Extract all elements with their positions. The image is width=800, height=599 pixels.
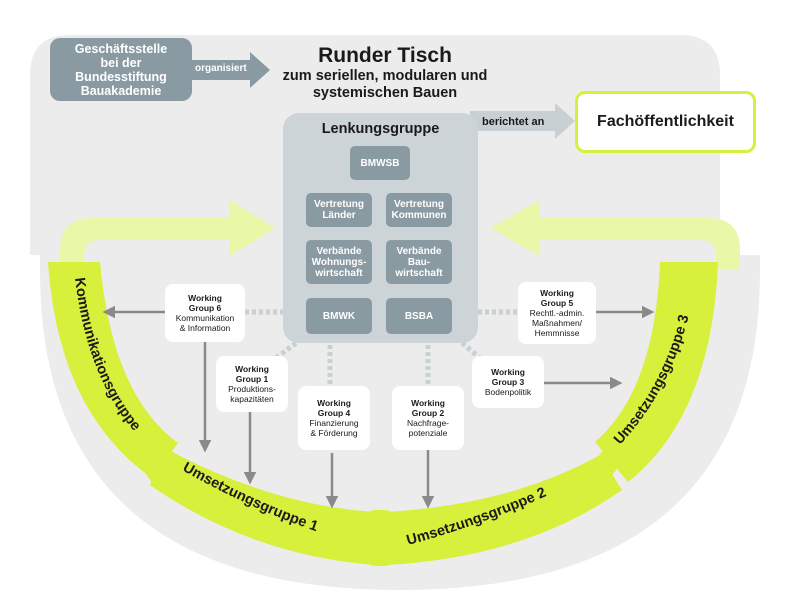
connector-wg3 <box>460 341 482 360</box>
wg5-title-1: Working <box>540 288 574 298</box>
ring-umsetzungsgruppe-1 <box>150 448 375 565</box>
ring-umsetzungsgruppe-3 <box>595 262 718 482</box>
box-vertretung-kommunen: Vertretung Kommunen <box>386 193 452 227</box>
ring-joint-3 <box>587 444 625 486</box>
feedback-arrow-left <box>60 200 275 270</box>
gs-line-3: Bundesstiftung <box>75 69 167 84</box>
wg4-desc-1: Finanzierung <box>309 418 359 428</box>
wg2-title-1: Working <box>411 398 445 408</box>
wg1-title-1: Working <box>235 364 269 374</box>
organisiert-label: organisiert <box>195 63 247 74</box>
ring-umsetzungsgruppe-2 <box>385 455 622 565</box>
subtitle-line-2: systemischen Bauen <box>312 85 458 101</box>
wg5-desc-2: Maßnahmen/ <box>531 318 583 328</box>
wg6-title-2: Group 6 <box>188 303 222 313</box>
fachoeffentlichkeit-box: Fachöffentlichkeit <box>575 91 756 153</box>
box-verbaende-bauwirtschaft: Verbände Bau- wirtschaft <box>386 240 452 284</box>
berichtet-an-arrow <box>470 103 575 139</box>
wg5-desc-3: Hemmnisse <box>534 328 580 338</box>
box-vertretung-laender: Vertretung Länder <box>306 193 372 227</box>
wg6-title-1: Working <box>188 293 222 303</box>
working-group-5: Working Group 5 Rechtl.-admin. Maßnahmen… <box>518 282 596 344</box>
box-bsba: BSBA <box>386 298 452 334</box>
ring-kommunikationsgruppe <box>48 262 178 478</box>
wg3-desc-1: Bodenpolitik <box>484 387 532 397</box>
wg1-desc-1: Produktions- <box>228 384 276 394</box>
wg4-desc-2: & Förderung <box>310 428 358 438</box>
title-main: Runder Tisch <box>318 44 452 67</box>
organisiert-arrow <box>192 52 270 88</box>
wg2-desc-2: potenziale <box>408 428 448 438</box>
feedback-arrow-right <box>490 200 740 270</box>
fachoeffentlichkeit-label: Fachöffentlichkeit <box>597 113 734 130</box>
berichtet-an-label: berichtet an <box>482 116 545 128</box>
subtitle-line-1: zum seriellen, modularen und <box>282 68 488 84</box>
ring-joint-1 <box>132 441 170 483</box>
wg4-title-1: Working <box>317 398 351 408</box>
bau-line-3: wirtschaft <box>395 267 443 279</box>
wg1-desc-2: kapazitäten <box>230 394 274 404</box>
working-group-1: Working Group 1 Produktions- kapazitäten <box>216 356 288 412</box>
box-verbaende-wohnungswirtschaft: Verbände Wohnungs- wirtschaft <box>306 240 372 284</box>
working-group-4: Working Group 4 Finanzierung & Förderung <box>298 386 370 450</box>
wg3-title-1: Working <box>491 367 525 377</box>
box-bmwk: BMWK <box>306 298 372 334</box>
bmwk-label: BMWK <box>322 310 356 322</box>
page-title: Runder Tisch zum seriellen, modularen un… <box>250 44 520 102</box>
wg4-title-2: Group 4 <box>317 408 351 418</box>
working-group-6: Working Group 6 Kommunikation & Informat… <box>165 284 245 342</box>
kommunen-line-2: Kommunen <box>391 210 447 221</box>
wg6-desc-2: & Information <box>179 323 231 333</box>
wohnung-line-1: Verbände <box>316 245 362 257</box>
wg3-title-2: Group 3 <box>491 377 525 387</box>
bsba-label: BSBA <box>404 310 434 322</box>
gs-line-2: bei der <box>100 55 142 70</box>
laender-line-2: Länder <box>322 210 356 221</box>
geschaeftsstelle-box: Geschäftsstelle bei der Bundesstiftung B… <box>50 38 192 101</box>
bau-line-2: Bau- <box>407 256 431 268</box>
box-bmwsb: BMWSB <box>350 146 410 180</box>
wohnung-line-2: Wohnungs- <box>311 256 367 268</box>
wg2-title-2: Group 2 <box>411 408 445 418</box>
wg1-title-2: Group 1 <box>235 374 269 384</box>
gs-line-1: Geschäftsstelle <box>74 41 168 56</box>
wohnung-line-3: wirtschaft <box>315 267 363 279</box>
wg5-title-2: Group 5 <box>540 298 574 308</box>
bau-line-1: Verbände <box>396 245 442 257</box>
laender-line-1: Vertretung <box>313 199 364 210</box>
bmwsb-label: BMWSB <box>360 157 400 169</box>
lenkungsgruppe-title: Lenkungsgruppe <box>321 121 440 137</box>
ring-joint-2 <box>368 510 392 566</box>
gs-line-4: Bauakademie <box>80 83 162 98</box>
kommunen-line-1: Vertretung <box>393 199 444 210</box>
working-group-3: Working Group 3 Bodenpolitik <box>472 356 544 408</box>
wg5-desc-1: Rechtl.-admin. <box>529 308 585 318</box>
wg6-desc-1: Kommunikation <box>175 313 235 323</box>
wg2-desc-1: Nachfrage- <box>406 418 450 428</box>
working-group-2: Working Group 2 Nachfrage- potenziale <box>392 386 464 450</box>
